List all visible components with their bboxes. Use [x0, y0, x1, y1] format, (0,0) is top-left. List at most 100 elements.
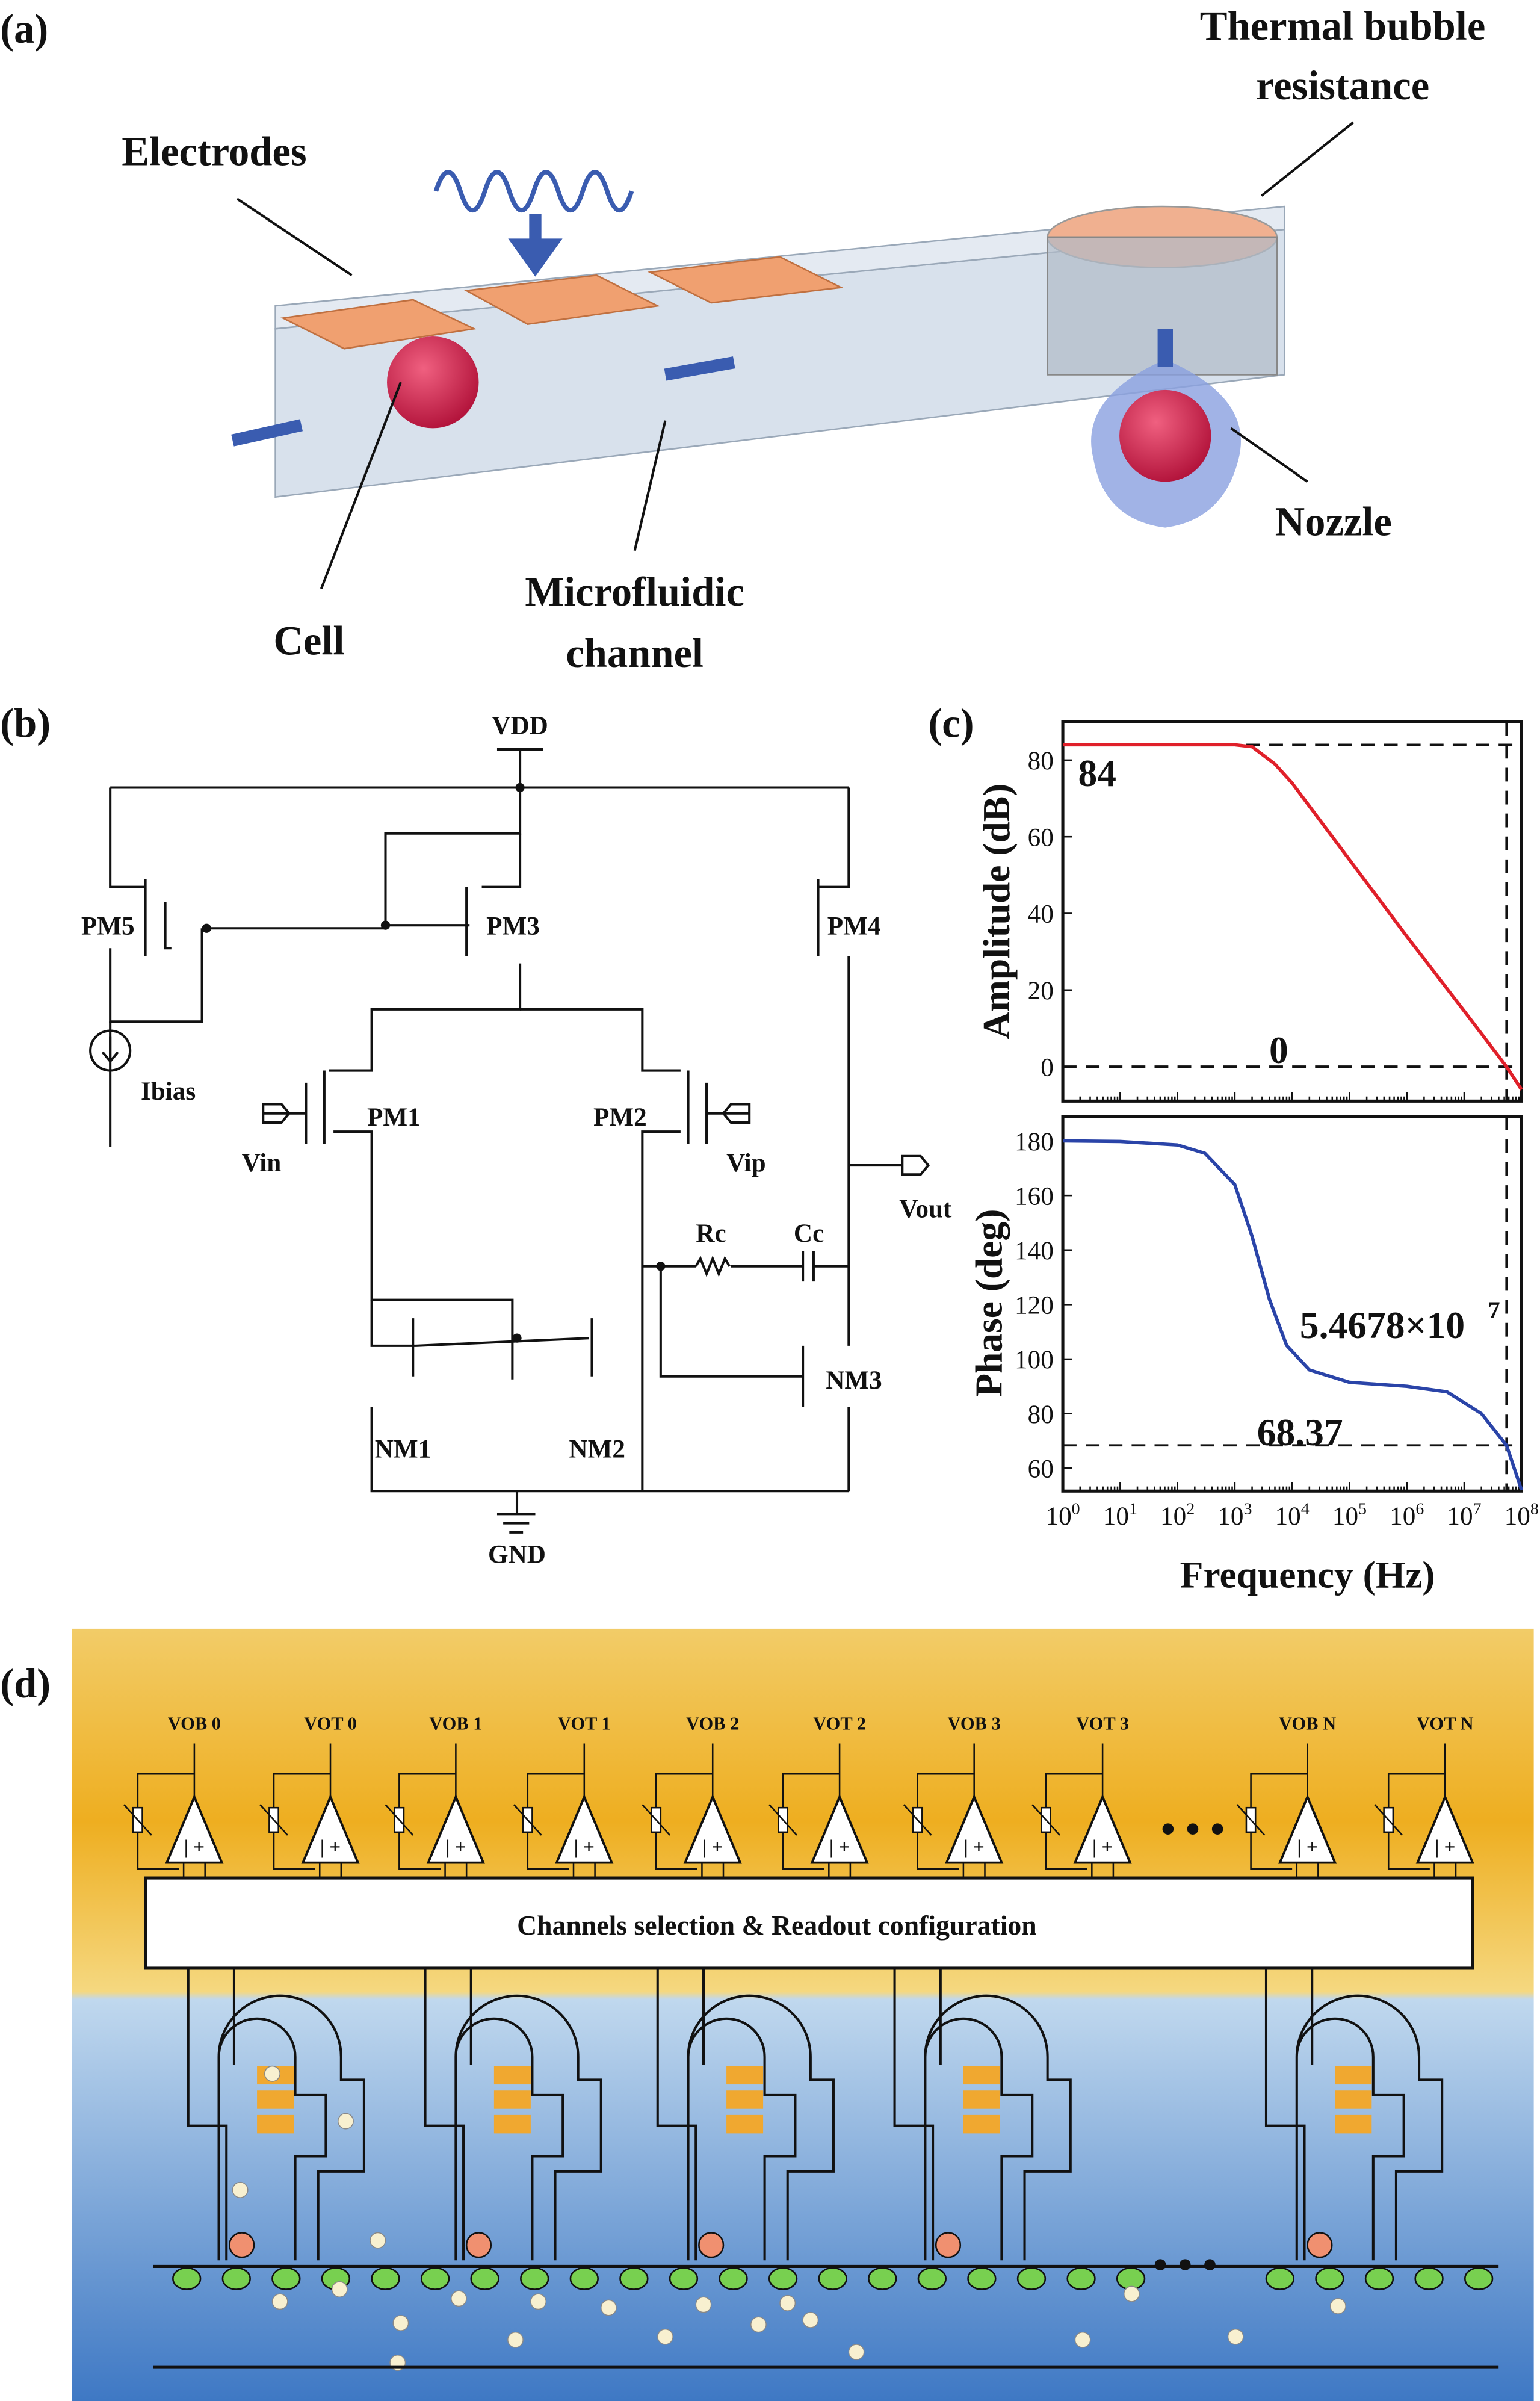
panel-b-tag: (b): [0, 701, 51, 746]
cell-icon: [935, 2232, 962, 2258]
electrode-3: [647, 256, 844, 304]
label-pm4: PM4: [827, 912, 881, 940]
x-tick-label: 103: [1217, 1499, 1252, 1531]
op-amp-inputs-label: | +: [1297, 1836, 1317, 1858]
op-amp-inputs-label: | +: [1092, 1836, 1113, 1858]
particle-icon: [600, 2299, 617, 2316]
output-label: VOT 0: [304, 1714, 357, 1734]
electrode-pad: [1335, 2066, 1372, 2085]
x-tick-label: 105: [1332, 1499, 1367, 1531]
electrode-pad: [493, 2114, 531, 2134]
panel-a: (a) Thermal bubble resistance Electrodes…: [0, 3, 1485, 676]
x-tick-label: 106: [1390, 1499, 1424, 1531]
y-tick-label: 140: [1015, 1237, 1054, 1265]
sensing-channel: [424, 1968, 602, 2261]
label-nm3: NM3: [826, 1366, 882, 1395]
microchannel-outline: [1264, 1968, 1444, 2261]
electrode-dot: [1315, 2267, 1344, 2290]
variable-resistor-arrow: [642, 1804, 671, 1836]
output-label: VOT 1: [558, 1714, 611, 1734]
x-tick-label: 107: [1447, 1499, 1481, 1531]
annotation-84: 84: [1078, 752, 1116, 795]
electrode-dot: [1464, 2267, 1494, 2290]
label-thermal-2: resistance: [1256, 63, 1429, 108]
cell-icon: [229, 2232, 255, 2258]
particle-icon: [657, 2328, 673, 2345]
particle-icon: [750, 2316, 767, 2333]
junction-dots: [202, 782, 666, 1343]
output-label: VOB 1: [429, 1714, 482, 1734]
sensing-channel: [1264, 1968, 1444, 2261]
electrode-pad: [726, 2090, 764, 2109]
variable-resistor-arrow: [259, 1804, 288, 1836]
label-nozzle: Nozzle: [1275, 498, 1392, 544]
particle-icon: [1329, 2298, 1346, 2314]
amplifier: VOT 1| +: [513, 1714, 614, 1879]
ellipsis-amps: • • •: [1161, 1806, 1225, 1852]
y-tick-label: 120: [1015, 1292, 1054, 1320]
particle-icon: [1074, 2331, 1091, 2348]
microchannel-outline: [893, 1968, 1072, 2261]
op-amp-triangle: [1415, 1794, 1474, 1864]
vin-port-icon: [262, 1103, 291, 1124]
y-tick-label: 60: [1028, 1455, 1054, 1483]
series-line: [1063, 743, 1523, 1091]
op-amp-triangle: [810, 1794, 869, 1864]
y-tick-label: 60: [1028, 823, 1054, 852]
annotation-crossover-freq: 5.4678×10: [1300, 1304, 1465, 1346]
amplifier: VOB 3| +: [903, 1714, 1004, 1879]
amplifier: VOT N| +: [1374, 1714, 1474, 1879]
amplifier: VOT 3 | +: [1031, 1714, 1132, 1879]
label-vout: Vout: [899, 1195, 952, 1223]
output-label: VOT 3: [1076, 1714, 1129, 1734]
electrode-dot: [569, 2267, 599, 2290]
electrode-dot: [221, 2267, 251, 2290]
ellipsis-channels: • • •: [1153, 2242, 1217, 2288]
circuit-wires: [89, 748, 903, 1534]
variable-resistor-arrow: [903, 1804, 932, 1836]
op-amp-triangle: [683, 1794, 742, 1864]
y-tick-label: 100: [1015, 1346, 1054, 1374]
electrode-dot: [868, 2267, 897, 2290]
electrode-dot: [1265, 2267, 1294, 2290]
amplifier: VOT 0 | +: [259, 1714, 360, 1879]
particle-icon: [331, 2281, 348, 2297]
label-cell: Cell: [273, 618, 344, 663]
label-nm2: NM2: [569, 1435, 625, 1463]
variable-resistor-arrow: [123, 1804, 152, 1836]
amplifier: VOB 2| +: [642, 1714, 742, 1879]
cell-sphere: [387, 336, 479, 429]
microchannel-outline: [656, 1968, 835, 2261]
y-tick-label: 0: [1041, 1053, 1054, 1082]
y-tick-label: 40: [1028, 900, 1054, 929]
electrode-dot: [768, 2267, 798, 2290]
x-tick-label: 102: [1160, 1499, 1195, 1531]
amplifier: VOB 1| +: [385, 1714, 485, 1879]
op-amp-triangle: [301, 1794, 360, 1864]
op-amp-triangle: [945, 1794, 1004, 1864]
particle-icon: [271, 2293, 288, 2310]
microchannel-outline: [187, 1968, 365, 2261]
readout-config-box: [144, 1876, 1474, 1970]
particle-icon: [848, 2344, 865, 2361]
annotation-exponent: 7: [1488, 1297, 1500, 1324]
op-amp-inputs-label: | +: [320, 1836, 341, 1858]
electrode-dot: [1414, 2267, 1444, 2290]
cell-icon: [1307, 2232, 1333, 2258]
variable-resistor-arrow: [1236, 1804, 1266, 1836]
op-amp-triangle: [1073, 1794, 1132, 1864]
series-line: [1063, 1139, 1523, 1491]
x-tick-label: 100: [1045, 1499, 1080, 1531]
microchannel-outline: [424, 1968, 602, 2261]
op-amp-inputs-label: | +: [964, 1836, 985, 1858]
particle-icon: [1227, 2328, 1244, 2345]
leader-lines: [236, 121, 1355, 589]
y-tick-label: 180: [1015, 1128, 1054, 1156]
label-pm3: PM3: [486, 912, 540, 940]
op-amp-triangle: [165, 1794, 224, 1864]
electrode-pad: [257, 2114, 294, 2134]
arrow-down-icon: [508, 214, 563, 277]
sensing-channel: [656, 1968, 835, 2261]
resistor-rc-icon: [694, 1255, 731, 1277]
panel-d-tag: (d): [0, 1661, 51, 1706]
